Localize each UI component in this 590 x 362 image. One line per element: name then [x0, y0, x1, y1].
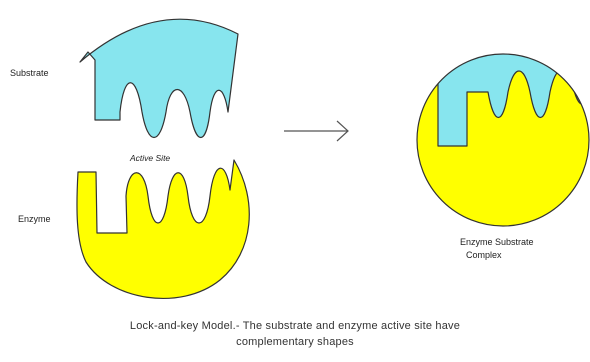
substrate-shape [80, 19, 238, 137]
enzyme-shape [77, 160, 249, 298]
caption-line-2: complementary shapes [0, 334, 590, 350]
caption-line-1: Lock-and-key Model.- The substrate and e… [0, 318, 590, 334]
enzyme-substrate-complex [400, 40, 590, 226]
complex-label-line2: Complex [466, 250, 502, 260]
substrate-label: Substrate [10, 68, 49, 78]
active-site-label: Active Site [129, 153, 170, 163]
enzyme-label: Enzyme [18, 214, 51, 224]
figure-caption: Lock-and-key Model.- The substrate and e… [0, 318, 590, 350]
complex-label-line1: Enzyme Substrate [460, 237, 534, 247]
arrow-icon [284, 121, 348, 141]
